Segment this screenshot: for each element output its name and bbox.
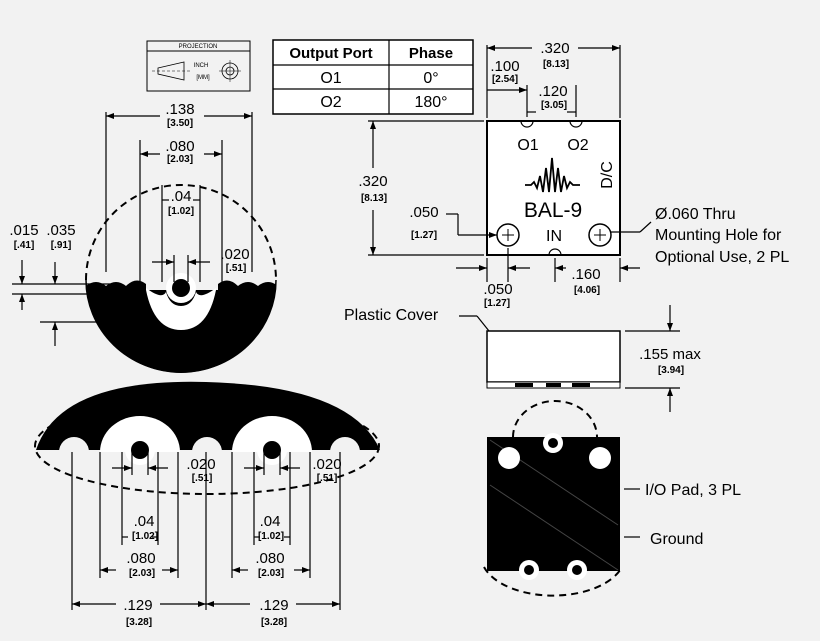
dim-035-mm: [.91] [51,240,72,251]
dim-04-mm: [1.02] [168,206,194,217]
dim-width-mm: [8.13] [543,59,569,70]
callout-ground: Ground [650,531,703,548]
callout-mounting-hole-line1: Ø.060 Thru [655,206,736,223]
port-o2-label: O2 [567,137,588,154]
dim-width: .320 [540,40,569,57]
dim-138: .138 [165,101,194,118]
dim-hole-x-mm: [1.27] [484,298,510,309]
dim-04: .04 [171,188,192,205]
phase-table: Output Port Phase O1 0° O2 180° [272,39,474,115]
dim-o1-offset-mm: [2.54] [492,74,518,85]
dim-side-height: .155 max [639,346,701,363]
dim-015: .015 [9,222,38,239]
dim-080b-mm: [2.03] [258,568,284,579]
port-in-label: IN [546,228,562,245]
dim-04a: .04 [134,513,155,530]
table-header-phase: Phase [409,45,453,62]
dim-020b: .020 [312,456,341,473]
table-cell-phase: 180° [414,94,447,111]
dim-080a-mm: [2.03] [129,568,155,579]
dim-o1-offset: .100 [490,58,519,75]
left-detail-view: .138 [3.50] .080 [2.03] .04 [1.02] .020 … [9,101,277,373]
callout-plastic-cover: Plastic Cover [344,307,439,324]
date-code-label: D/C [599,161,616,189]
dim-080-mm: [2.03] [167,154,193,165]
projection-title: PROJECTION [179,44,218,50]
dim-129a-mm: [3.28] [126,617,152,628]
table-cell-port: O2 [320,94,341,111]
dim-height-mm: [8.13] [361,193,387,204]
dim-080a: .080 [126,550,155,567]
dim-hole-y-mm: [1.27] [411,230,437,241]
dim-04a-mm: [1.02] [132,531,158,542]
callout-mounting-hole-line3: Optional Use, 2 PL [655,249,789,266]
projection-symbol: PROJECTION INCH [MM] [146,40,251,92]
dim-080b: .080 [255,550,284,567]
bottom-detail-view: .020 [.51] .04 [1.02] .080 [2.03] .129 [… [34,381,380,628]
table-cell-phase: 0° [423,70,438,87]
dim-in-offset-mm: [4.06] [574,285,600,296]
dim-020b-mm: [.51] [317,473,338,484]
dim-020a: .020 [186,456,215,473]
dim-129b: .129 [259,597,288,614]
bottom-view: I/O Pad, 3 PL Ground [483,400,741,597]
dim-port-pitch-mm: [3.05] [541,100,567,111]
dim-129a: .129 [123,597,152,614]
dim-015-mm: [.41] [14,240,35,251]
table-cell-port: O1 [320,70,341,87]
dim-04b-mm: [1.02] [258,531,284,542]
callout-mounting-hole-line2: Mounting Hole for [655,227,782,244]
table-header-output-port: Output Port [289,45,372,62]
dim-hole-y: .050 [409,204,438,221]
dim-020-mm: [.51] [226,263,247,274]
dim-020: .020 [220,246,249,263]
top-view: O1 O2 BAL-9 IN D/C .320 [8.13] .100 [2.5… [358,40,789,309]
dim-129b-mm: [3.28] [261,617,287,628]
dim-035: .035 [46,222,75,239]
dim-height: .320 [358,173,387,190]
dim-080: .080 [165,138,194,155]
dim-020a-mm: [.51] [192,473,213,484]
callout-io-pad: I/O Pad, 3 PL [645,482,741,499]
dim-port-pitch: .120 [538,83,567,100]
projection-unit-mm: [MM] [196,75,210,81]
dim-138-mm: [3.50] [167,118,193,129]
side-view: Plastic Cover .155 max [3.94] [344,305,701,412]
dim-in-offset: .160 [571,266,600,283]
projection-unit-inch: INCH [194,63,209,69]
dim-04b: .04 [260,513,281,530]
port-o1-label: O1 [517,137,538,154]
dim-side-height-mm: [3.94] [658,365,684,376]
part-number: BAL-9 [524,199,582,222]
plastic-cover [486,330,621,383]
logo-waveform-icon [525,157,580,193]
dim-hole-x: .050 [483,281,512,298]
